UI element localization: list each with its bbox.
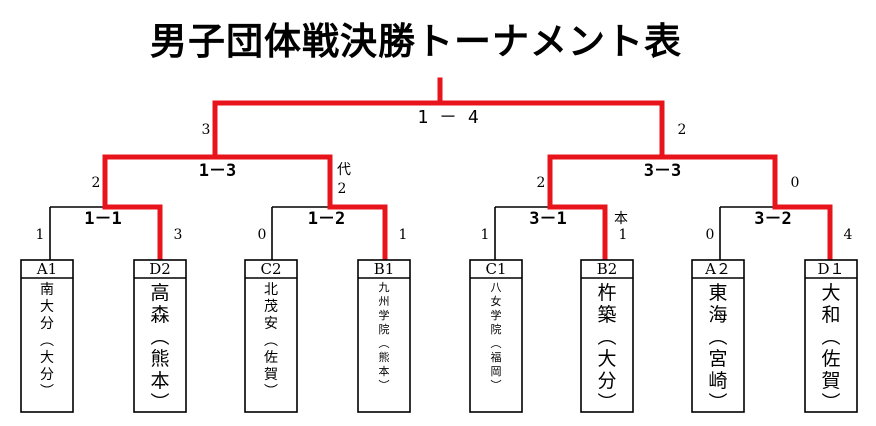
winner-note: 本 <box>614 211 628 227</box>
tournament-title: 男子団体戦決勝トーナメント表 <box>150 20 682 63</box>
match-score: 1－2 <box>308 209 345 229</box>
team-name-char: ︶ <box>150 392 169 414</box>
team-box <box>691 259 745 413</box>
team-name-char: ︶ <box>821 392 840 414</box>
team-name-char: 築 <box>597 304 616 326</box>
team-name-char: ︶ <box>708 392 727 414</box>
team-box <box>244 259 298 413</box>
team-name-char: 熊 <box>379 350 390 364</box>
team-name-char: ︵ <box>379 337 390 350</box>
team-name-char: 高 <box>150 282 169 304</box>
team-points: 0 <box>258 227 267 243</box>
team-name-char: 賀 <box>264 367 278 383</box>
team-name-char: 南 <box>40 282 54 298</box>
team-name-char: 和 <box>821 304 840 326</box>
winner-path-final <box>102 77 443 263</box>
team-seed: B1 <box>374 260 395 278</box>
team-points: 4 <box>844 227 853 243</box>
winner-path-b1 <box>212 154 388 263</box>
team-name-char: 九 <box>379 281 390 294</box>
team-name-char: ︵ <box>821 326 840 348</box>
team-name-char: 学 <box>491 308 502 322</box>
team-name-char: 大 <box>40 350 54 366</box>
team-seed: A1 <box>36 260 57 278</box>
match-score: 1－3 <box>199 161 236 181</box>
team-name-char: ︶ <box>597 392 616 414</box>
team-box <box>469 259 523 413</box>
team-name-char: 福 <box>491 350 502 364</box>
team-box <box>20 259 74 413</box>
team-name-char: 杵 <box>597 282 616 304</box>
team-name-char: ︶ <box>40 384 54 400</box>
winner-path-d1 <box>659 154 833 263</box>
team-name-char: ︵ <box>708 326 727 348</box>
team-name-char: 大 <box>821 282 840 304</box>
team-name-char: 茂 <box>264 298 278 315</box>
team-points: 2 <box>678 122 687 138</box>
match-score: 3－3 <box>644 161 681 181</box>
team-name-char: 佐 <box>821 348 840 370</box>
team-points: 3 <box>202 122 211 138</box>
match-score: 3－2 <box>754 209 791 229</box>
team-box <box>133 259 187 413</box>
deciding-note: 代 <box>337 162 351 178</box>
team-name-char: ︵ <box>597 326 616 348</box>
team-name-char: 院 <box>491 322 502 336</box>
team-box <box>580 259 634 413</box>
team-name-char: 分 <box>597 370 616 392</box>
team-name-char: 本 <box>150 370 169 392</box>
team-name-char: ︶ <box>379 379 390 392</box>
final-score: 1 － 4 <box>417 107 478 128</box>
match-score: 1－1 <box>84 209 121 229</box>
team-seed: D１ <box>817 260 844 278</box>
team-name-char: ︶ <box>491 379 502 392</box>
team-name-char: ︵ <box>150 326 169 348</box>
team-name-char: 佐 <box>264 350 278 366</box>
team-name-char: 分 <box>40 316 54 332</box>
team-name-char: 熊 <box>150 348 169 370</box>
team-name-char: 州 <box>379 295 390 308</box>
team-points: 1 <box>619 227 628 243</box>
team-points: 3 <box>174 227 183 243</box>
team-points: 2 <box>537 175 546 191</box>
team-seed: C2 <box>260 260 281 278</box>
team-seed: C1 <box>485 260 506 278</box>
team-name-char: 賀 <box>821 370 840 392</box>
team-points: 2 <box>92 175 101 191</box>
team-name-char: 東 <box>708 282 727 304</box>
team-name-char: ︵ <box>491 337 502 350</box>
team-name-char: 八 <box>491 281 502 294</box>
team-box <box>804 259 858 413</box>
team-name-char: 分 <box>40 367 54 383</box>
team-points: 0 <box>706 227 715 243</box>
team-name-char: 大 <box>40 299 54 315</box>
team-points: 1 <box>481 227 490 243</box>
team-name-char: ︵ <box>264 333 278 349</box>
team-name-char: ︵ <box>40 333 54 349</box>
team-name-char: 安 <box>264 316 278 332</box>
team-name-char: ︶ <box>264 384 278 400</box>
team-points: 2 <box>338 181 347 197</box>
team-name-char: 学 <box>379 308 390 322</box>
winner-path-b2 <box>437 100 665 263</box>
team-name-char: 岡 <box>491 365 502 378</box>
team-seed: D2 <box>149 260 171 278</box>
team-name-char: 大 <box>597 348 616 370</box>
team-points: 1 <box>36 227 45 243</box>
team-points: 0 <box>791 175 800 191</box>
team-name-char: 崎 <box>708 370 727 392</box>
team-name-char: 海 <box>708 304 727 326</box>
team-name-char: 宮 <box>708 348 727 370</box>
team-name-char: 本 <box>379 364 390 378</box>
team-seed: A２ <box>704 260 731 278</box>
team-points: 1 <box>399 227 408 243</box>
team-name-char: 院 <box>379 322 390 336</box>
team-box <box>357 259 411 413</box>
team-name-char: 女 <box>491 294 502 308</box>
match-score: 3－1 <box>529 209 566 229</box>
team-name-char: 森 <box>150 304 169 326</box>
team-name-char: 北 <box>264 282 278 298</box>
team-seed: B2 <box>597 260 618 278</box>
